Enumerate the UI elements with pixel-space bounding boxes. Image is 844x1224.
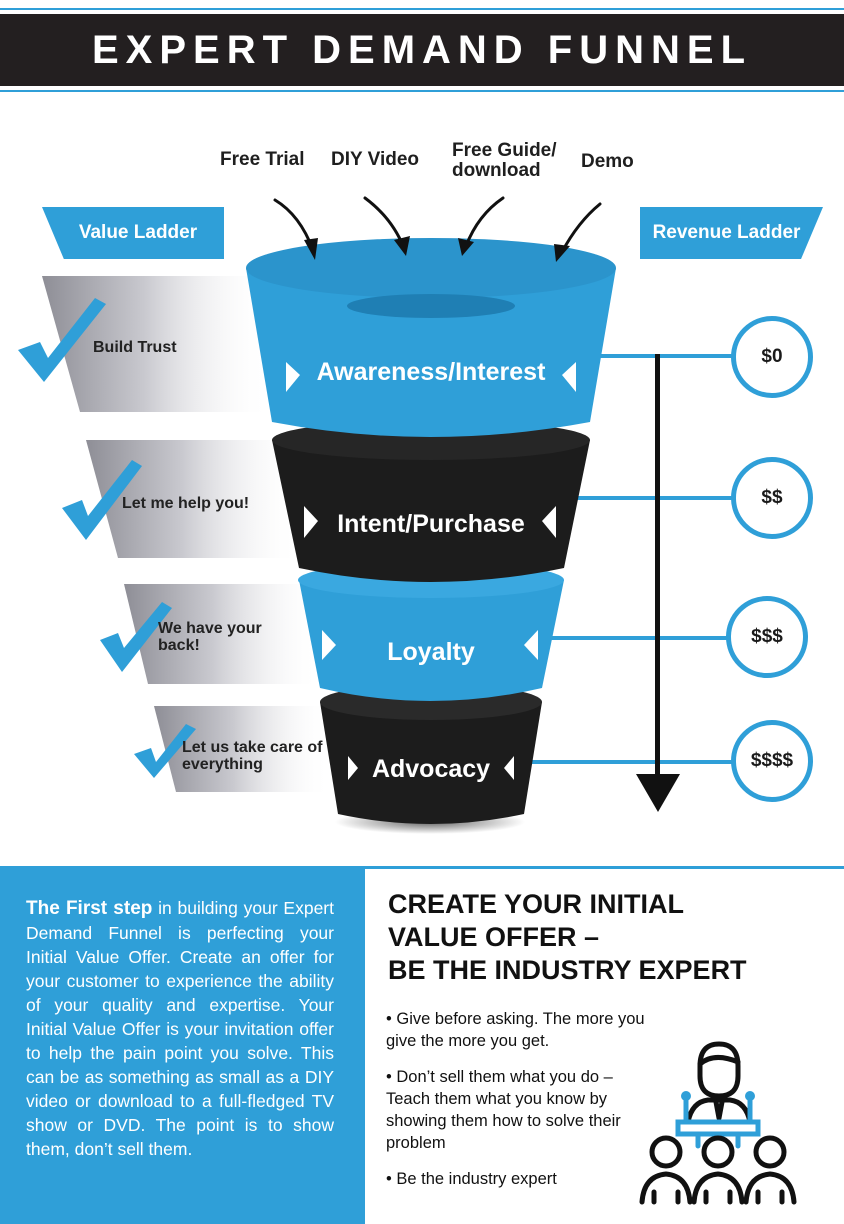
stage-arrow-right-4 bbox=[504, 756, 514, 780]
offer-bullet-1: • Give before asking. The more you give … bbox=[386, 1010, 645, 1050]
stage-arrow-left-4 bbox=[348, 756, 358, 780]
stage-arrow-right-2 bbox=[542, 506, 556, 538]
revenue-connector-4 bbox=[510, 760, 732, 764]
input-arrowhead-2 bbox=[394, 236, 410, 256]
input-label-free-guide: Free Guide/ download bbox=[452, 140, 557, 181]
funnel-stage-advocacy bbox=[320, 702, 542, 824]
checkmark-icon-1 bbox=[18, 298, 106, 382]
value-band-4 bbox=[154, 706, 330, 792]
stage-arrow-left-2 bbox=[304, 506, 318, 538]
value-item-care: Let us take care of everything bbox=[182, 739, 323, 773]
input-label-free-trial: Free Trial bbox=[220, 149, 305, 170]
offer-panel-top-rule bbox=[362, 866, 844, 869]
checkmark-icon-3 bbox=[100, 602, 172, 672]
revenue-arrow-head bbox=[636, 774, 680, 812]
offer-heading-line-2: VALUE OFFER – bbox=[388, 922, 600, 952]
revenue-circle-2: $$ bbox=[731, 457, 813, 539]
value-ladder-tag: Value Ladder bbox=[42, 207, 224, 259]
funnel-opening bbox=[347, 294, 515, 318]
revenue-value-2: $$ bbox=[761, 487, 783, 508]
stage-label-awareness: Awareness/Interest bbox=[316, 358, 546, 386]
input-arrowhead-3 bbox=[458, 238, 474, 256]
stage-label-advocacy: Advocacy bbox=[371, 755, 491, 783]
intro-panel: The First step in building your Expert D… bbox=[0, 866, 362, 1224]
value-item-back: We have your back! bbox=[158, 620, 262, 654]
value-item-build-trust: Build Trust bbox=[93, 339, 177, 356]
stage-label-loyalty: Loyalty bbox=[387, 638, 475, 666]
revenue-circle-4: $$$$ bbox=[731, 720, 813, 802]
funnel-diagram bbox=[18, 196, 736, 834]
revenue-ladder-tag: Revenue Ladder bbox=[640, 207, 823, 259]
page-title: EXPERT DEMAND FUNNEL bbox=[91, 27, 753, 72]
top-rule bbox=[0, 8, 844, 10]
input-arrowhead-1 bbox=[304, 238, 318, 260]
revenue-value-1: $0 bbox=[761, 346, 783, 367]
revenue-connector-2 bbox=[540, 496, 736, 500]
revenue-connector-3 bbox=[520, 636, 730, 640]
offer-heading-line-1: CREATE YOUR INITIAL bbox=[388, 889, 685, 919]
offer-bullet-3: • Be the industry expert bbox=[386, 1170, 557, 1188]
revenue-circle-3: $$$ bbox=[726, 596, 808, 678]
funnel-rim bbox=[246, 238, 616, 298]
checkmark-icon-4 bbox=[134, 724, 196, 778]
value-item-help: Let me help you! bbox=[122, 495, 250, 512]
revenue-connector-1 bbox=[560, 354, 736, 358]
stage-arrow-right-3 bbox=[524, 630, 538, 660]
intro-paragraph: The First step in building your Expert D… bbox=[26, 896, 334, 1161]
presenter-audience-icon bbox=[639, 1041, 797, 1205]
revenue-ladder-heading: Revenue Ladder bbox=[652, 222, 801, 243]
stage-arrow-left-1 bbox=[286, 362, 300, 392]
stage-arrow-right-1 bbox=[562, 362, 576, 392]
title-banner: EXPERT DEMAND FUNNEL bbox=[0, 14, 844, 86]
stage-arrow-left-3 bbox=[322, 630, 336, 660]
funnel-stage-intent bbox=[272, 440, 590, 582]
value-band-2 bbox=[86, 440, 300, 558]
revenue-value-3: $$$ bbox=[751, 626, 783, 647]
revenue-value-4: $$$$ bbox=[750, 750, 794, 771]
intro-lead: The First step bbox=[26, 898, 153, 919]
offer-heading: CREATE YOUR INITIAL VALUE OFFER – BE THE… bbox=[388, 888, 808, 987]
input-arrow-4 bbox=[560, 202, 602, 254]
revenue-circle-1: $0 bbox=[731, 316, 813, 398]
funnel-stage-awareness bbox=[246, 268, 616, 437]
offer-bullet-2: • Don’t sell them what you do – Teach th… bbox=[386, 1068, 621, 1152]
input-label-diy-video: DIY Video bbox=[331, 149, 419, 170]
value-ladder-heading: Value Ladder bbox=[78, 222, 198, 243]
input-arrowhead-4 bbox=[554, 244, 570, 262]
offer-heading-line-3: BE THE INDUSTRY EXPERT bbox=[388, 955, 747, 985]
banner-rule bbox=[0, 90, 844, 92]
revenue-arrow-shaft bbox=[655, 354, 660, 776]
input-label-demo: Demo bbox=[581, 151, 634, 172]
stage-label-intent: Intent/Purchase bbox=[337, 510, 525, 538]
offer-panel-left-rule bbox=[362, 866, 365, 1224]
checkmark-icon-2 bbox=[62, 460, 142, 540]
value-band-3 bbox=[124, 584, 320, 684]
funnel-stage-loyalty bbox=[299, 580, 564, 701]
intro-body: in building your Expert Demand Funnel is… bbox=[26, 898, 334, 1159]
